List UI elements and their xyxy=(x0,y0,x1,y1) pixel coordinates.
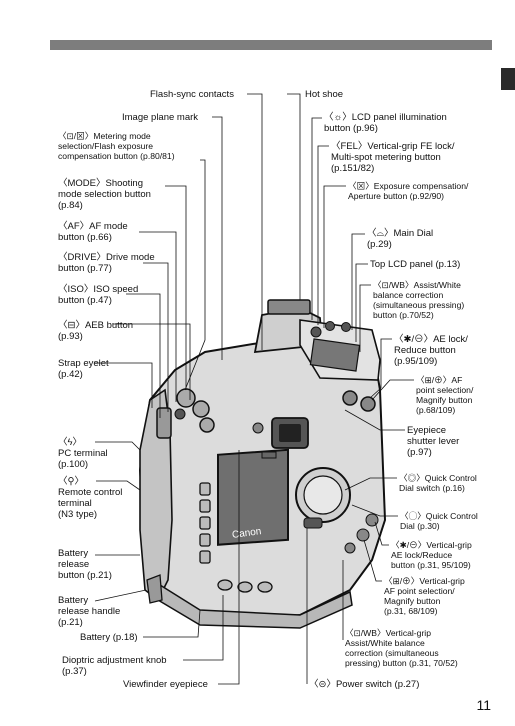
label-af: 〈AF〉AF mode button (p.66) xyxy=(58,221,128,243)
label-lcd-illumination: 〈☼〉LCD panel illumination button (p.96) xyxy=(324,112,447,134)
chapter-tab xyxy=(501,68,515,90)
header-bar xyxy=(50,40,492,50)
label-af-point: 〈⊞/⊕〉AF point selection/ Magnify button … xyxy=(416,375,474,415)
label-pc-terminal: 〈ϟ〉 PC terminal (p.100) xyxy=(58,437,108,470)
label-iso: 〈ISO〉ISO speed button (p.47) xyxy=(58,284,139,306)
label-qc-switch: 〈◎〉Quick Control Dial switch (p.16) xyxy=(399,473,477,493)
label-remote: 〈⚲〉 Remote control terminal (N3 type) xyxy=(58,476,123,520)
label-ae-lock: 〈✱/⊖〉AE lock/ Reduce button (p.95/109) xyxy=(394,334,468,367)
label-battery-release: Battery release button (p.21) xyxy=(58,548,112,581)
label-eyepiece-shutter: Eyepiece shutter lever (p.97) xyxy=(407,425,460,458)
label-vg-af-point: 〈⊞/⊕〉Vertical-grip AF point selection/ M… xyxy=(384,576,465,616)
label-metering: 〈⊡/⊠〉Metering mode selection/Flash expos… xyxy=(58,131,175,161)
label-strap: Strap eyelet (p.42) xyxy=(58,358,109,380)
label-fel: 〈FEL〉Vertical-grip FE lock/ Multi-spot m… xyxy=(331,141,455,174)
label-top-lcd: Top LCD panel (p.13) xyxy=(370,259,461,270)
label-flash-sync: Flash-sync contacts xyxy=(150,89,234,100)
label-battery-handle: Battery release handle (p.21) xyxy=(58,595,121,628)
label-image-plane: Image plane mark xyxy=(122,112,199,123)
label-assist-wb: 〈⊡/WB〉Assist/White balance correction (s… xyxy=(373,280,465,320)
page-number: 11 xyxy=(476,697,491,713)
label-qc-dial: 〈◯〉Quick Control Dial (p.30) xyxy=(400,511,478,531)
label-battery: Battery (p.18) xyxy=(80,632,138,643)
label-exposure-comp: 〈⊠〉Exposure compensation/ Aperture butto… xyxy=(348,181,469,201)
label-vg-ae-lock: 〈✱/⊖〉Vertical-grip AE lock/Reduce button… xyxy=(391,540,472,570)
label-vg-assist: 〈⊡/WB〉Vertical-grip Assist/White balance… xyxy=(345,628,458,668)
label-aeb: 〈⊟〉AEB button (p.93) xyxy=(58,320,134,342)
label-hot-shoe: Hot shoe xyxy=(305,89,344,100)
label-drive: 〈DRIVE〉Drive mode button (p.77) xyxy=(58,252,155,274)
label-dioptric: Dioptric adjustment knob (p.37) xyxy=(62,655,167,677)
label-viewfinder: Viewfinder eyepiece xyxy=(123,679,208,690)
label-power-switch: 〈⊝〉Power switch (p.27) xyxy=(309,679,420,690)
label-main-dial: 〈⌓〉Main Dial (p.29) xyxy=(367,228,434,250)
label-mode: 〈MODE〉Shooting mode selection button (p.… xyxy=(58,178,151,211)
